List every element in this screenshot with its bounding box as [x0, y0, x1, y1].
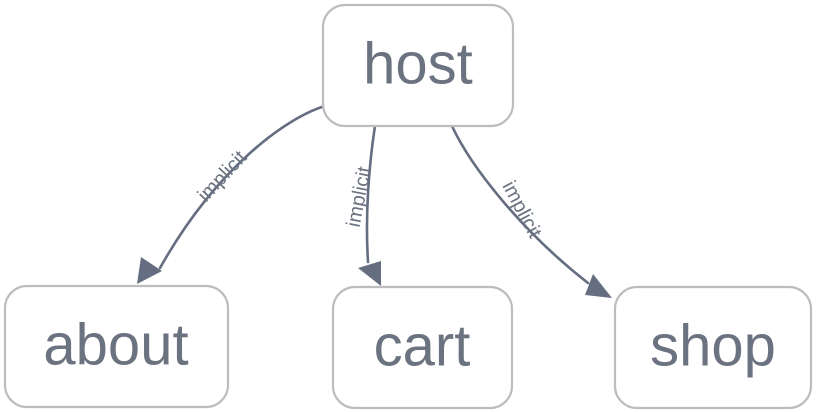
node-cart-label: cart — [374, 313, 471, 378]
node-about-label: about — [43, 312, 188, 377]
edge-host-shop-arrowhead — [585, 274, 612, 298]
node-host[interactable]: host — [321, 3, 515, 128]
edge-host-cart-label: implicit — [343, 164, 376, 229]
node-shop[interactable]: shop — [613, 285, 813, 410]
node-host-box — [321, 3, 515, 128]
edge-host-about-arrowhead — [137, 257, 162, 284]
edge-host-shop-path — [450, 124, 590, 285]
node-cart-box — [331, 285, 514, 410]
edge-host-about-label: implicit — [194, 146, 252, 206]
edge-host-about-path — [158, 104, 327, 270]
edge-host-cart-arrowhead — [358, 261, 381, 286]
edge-host-shop[interactable]: implicit — [450, 124, 612, 298]
node-cart[interactable]: cart — [331, 285, 514, 410]
edge-host-shop-label: implicit — [498, 178, 546, 243]
node-host-label: host — [363, 31, 473, 96]
node-about[interactable]: about — [3, 284, 230, 409]
node-shop-box — [613, 285, 813, 410]
edge-host-about[interactable]: implicit — [137, 104, 327, 284]
edge-host-cart-path — [365, 124, 377, 264]
edge-host-cart[interactable]: implicit — [343, 124, 381, 286]
node-about-box — [3, 284, 230, 409]
node-shop-label: shop — [650, 313, 776, 378]
